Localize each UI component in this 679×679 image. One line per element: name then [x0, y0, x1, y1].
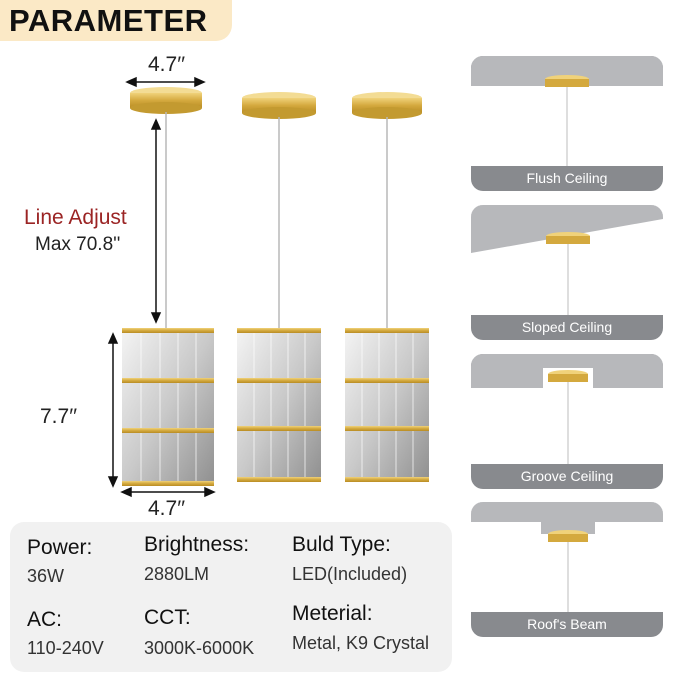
ceiling-card-sloped: Sloped Ceiling — [471, 205, 663, 340]
ceiling-caption-flush: Flush Ceiling — [526, 170, 608, 186]
spec-material-label: Meterial: — [292, 602, 373, 625]
ceiling-caption-groove: Groove Ceiling — [520, 468, 614, 484]
canopy-width-arrow — [125, 76, 206, 88]
line-adjust-label: Line Adjust — [24, 206, 127, 229]
pendant-light-3 — [345, 92, 429, 482]
pendant-light-1 — [122, 87, 214, 486]
pendant-lights-illustration — [107, 76, 429, 498]
shade-height-label: 7.7′′ — [40, 405, 78, 428]
spec-bulb-type-value: LED(Included) — [292, 564, 408, 584]
spec-bulb-type-label: Buld Type: — [292, 533, 391, 556]
spec-cct-label: CCT: — [144, 606, 191, 629]
sloped-ceiling-illustration — [471, 205, 663, 315]
header-badge: PARAMETER — [0, 0, 232, 41]
shade-width-label: 4.7′′ — [148, 497, 186, 520]
ceiling-card-flush: Flush Ceiling — [471, 56, 663, 191]
ceiling-card-beam: Roof's Beam — [471, 502, 663, 637]
line-adjust-value: Max 70.8'' — [35, 234, 121, 255]
ceiling-caption-beam: Roof's Beam — [527, 616, 607, 632]
shade-height-arrow — [107, 332, 119, 488]
spec-ac-value: 110-240V — [27, 638, 104, 658]
spec-cct-value: 3000K-6000K — [144, 638, 255, 658]
spec-panel: Power: 36W Brightness: 2880LM Buld Type:… — [10, 522, 452, 672]
header-title: PARAMETER — [9, 3, 208, 38]
spec-ac-label: AC: — [27, 608, 63, 631]
roof-beam-illustration — [471, 502, 663, 612]
spec-power-value: 36W — [27, 566, 65, 586]
spec-brightness-value: 2880LM — [144, 564, 210, 584]
spec-power-label: Power: — [27, 536, 93, 559]
ceiling-card-groove: Groove Ceiling — [471, 354, 663, 489]
line-adjust-arrow — [150, 118, 162, 324]
canopy-width-label: 4.7′′ — [148, 53, 186, 76]
pendant-light-2 — [237, 92, 321, 482]
groove-ceiling-illustration — [471, 354, 663, 464]
ceiling-caption-sloped: Sloped Ceiling — [521, 319, 613, 335]
shade-width-arrow — [120, 486, 216, 498]
spec-material-value: Metal, K9 Crystal — [292, 633, 430, 653]
spec-brightness-label: Brightness: — [144, 533, 250, 556]
flush-ceiling-illustration — [471, 56, 663, 166]
